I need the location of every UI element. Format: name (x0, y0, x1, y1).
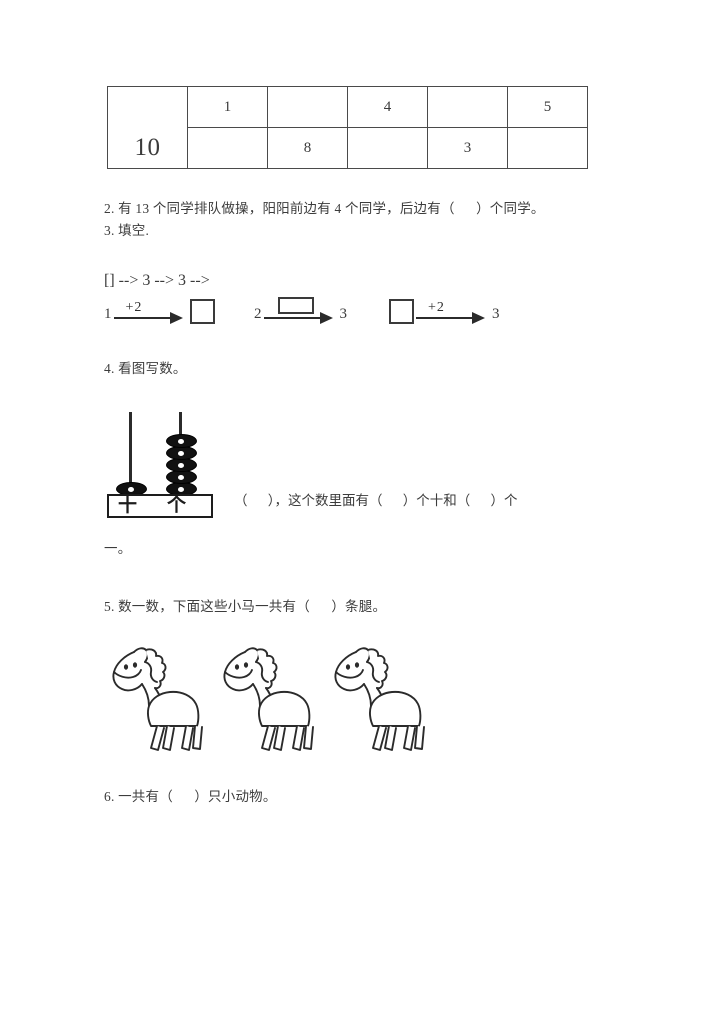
arrow-2-left-number: 2 (254, 306, 262, 322)
abacus-bead-ones-5 (166, 434, 197, 448)
arrow-3-arrow: +2 (416, 290, 490, 324)
arrow-1-arrow: +2 (113, 290, 188, 324)
question-5-text: 5. 数一数，下面这些小马一共有（ ）条腿。 (104, 599, 387, 614)
arrow-diagram-1: 1 +2 (104, 272, 215, 324)
arrow-3-answer-box[interactable] (389, 299, 414, 324)
arrow-1-shaft (113, 316, 172, 319)
question-4-text: 4. 看图写数。 (104, 361, 187, 376)
question-4-blanks-text-cont: 一。 (104, 541, 132, 556)
table-lead-cell: 10 (107, 86, 188, 169)
table-cell-top-1[interactable] (267, 86, 348, 128)
table-cell-bottom-0[interactable] (187, 127, 268, 169)
arrow-2-shaft (263, 316, 322, 319)
abacus-rod-tens (129, 412, 132, 500)
table-row-top: 10 1 4 5 (107, 86, 588, 169)
abacus-base (107, 494, 213, 518)
question-3-text: 3. 填空. (104, 223, 150, 238)
table-cell-bottom-3[interactable]: 3 (427, 127, 508, 169)
table-cell-top-2[interactable]: 4 (347, 86, 428, 128)
horse-figure-2 (215, 636, 325, 752)
horse-illustration-group (104, 636, 444, 756)
arrow-diagram-3: +2 3 (389, 272, 500, 324)
abacus-label-tens: 十 (118, 495, 138, 516)
arrow-2-answer-box[interactable] (277, 297, 314, 314)
abacus-bead-ones-4 (166, 446, 197, 460)
abacus-label-ones: 个 (167, 495, 187, 516)
abacus-bead-ones-3 (166, 458, 197, 472)
table-row-bottom: 8 3 (108, 127, 588, 169)
question-4-blanks-text: （ ），这个数里面有（ ）个十和（ ）个 (234, 493, 518, 508)
question-2-text: 2. 有 13 个同学排队做操，阳阳前边有 4 个同学，后边有（ ）个同学。 (104, 201, 545, 216)
abacus-diagram: 十 个 (107, 412, 217, 518)
arrow-1-answer-box[interactable] (189, 299, 215, 324)
table-cell-bottom-4[interactable] (507, 127, 588, 169)
abacus-bead-ones-2 (166, 470, 197, 484)
arrow-3-shaft (416, 316, 474, 319)
arrow-2-arrow (263, 290, 338, 324)
table-cell-top-4[interactable]: 5 (507, 86, 588, 128)
table-cell-bottom-2[interactable] (347, 127, 428, 169)
table-cell-top-0[interactable]: 1 (187, 86, 268, 128)
horse-figure-3 (326, 636, 436, 752)
table-cell-top-3[interactable] (427, 86, 508, 128)
arrow-diagram-2: 2 3 (254, 272, 347, 324)
arrow-2-right-number: 3 (339, 306, 348, 322)
question-6-text: 6. 一共有（ ）只小动物。 (104, 789, 277, 804)
arrow-3-head-icon (472, 311, 485, 324)
number-table: 10 1 4 5 8 3 (107, 86, 588, 169)
horse-figure-1 (104, 636, 214, 752)
arrow-1-head-icon (169, 311, 183, 324)
arrow-3-operation-label: +2 (428, 300, 445, 315)
number-table-wrapper: 10 1 4 5 8 3 (107, 86, 588, 169)
arrow-1-left-number: 1 (104, 306, 112, 322)
table-cell-bottom-1[interactable]: 8 (267, 127, 348, 169)
arrow-2-head-icon (319, 311, 333, 324)
arrow-diagram-group: [] --> 1 +2 3 --> 2 3 (104, 272, 500, 324)
arrow-1-operation-label: +2 (125, 300, 143, 315)
arrow-3-right-number: 3 (492, 306, 500, 322)
